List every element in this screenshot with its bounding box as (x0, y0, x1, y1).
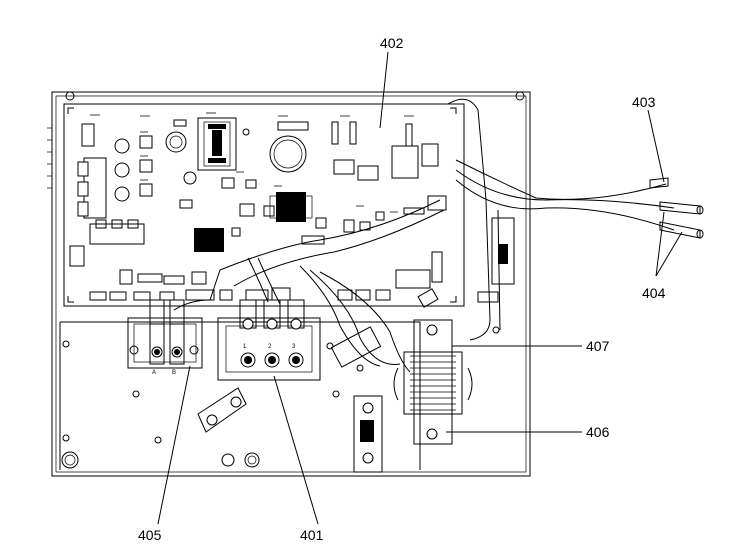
terminal-label-a: A (152, 370, 156, 376)
callout-404: 404 (642, 285, 666, 301)
callout-406: 406 (586, 424, 610, 440)
housing (47, 91, 531, 477)
callout-407: 407 (586, 338, 610, 354)
terminal-label-3: 3 (292, 344, 296, 350)
terminal-block-405: A B (127, 299, 203, 376)
callout-401: 401 (300, 527, 324, 543)
terminal-label-b: B (172, 370, 176, 376)
terminal-label-1: 1 (243, 344, 247, 350)
callout-403: 403 (632, 94, 656, 110)
terminal-label-2: 2 (268, 344, 272, 350)
pcb-board (63, 103, 465, 307)
leader-lines (157, 51, 683, 525)
terminal-block-401: 1 2 3 (217, 299, 321, 381)
wiring-harness (173, 98, 704, 373)
lower-mounting-panel (59, 321, 500, 473)
transformer-406 (393, 319, 473, 445)
callout-405: 405 (138, 527, 162, 543)
callout-402: 402 (380, 35, 404, 51)
